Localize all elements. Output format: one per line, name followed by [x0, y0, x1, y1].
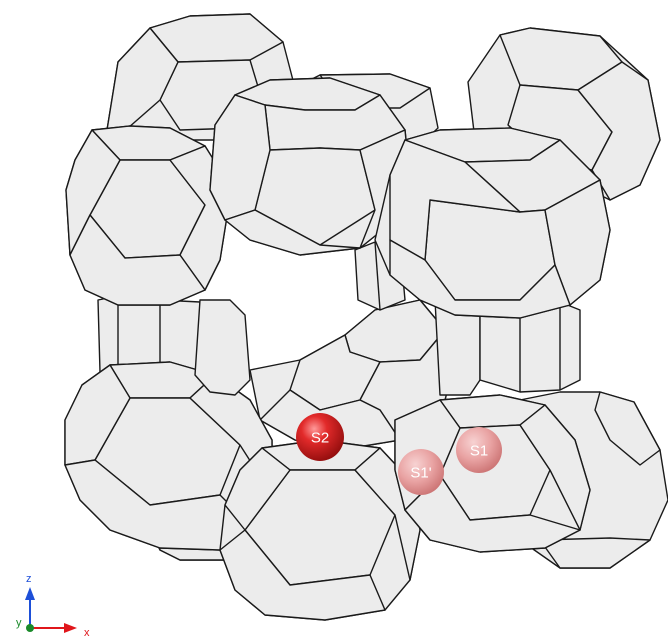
y-axis-label: y [16, 617, 22, 629]
sodalite-cage [66, 126, 228, 305]
site-s1-prime-label: S1' [410, 465, 431, 482]
sodalite-cage [375, 128, 610, 318]
site-s1-prime: S1' [398, 449, 444, 495]
site-s1-label: S1 [470, 443, 488, 460]
site-s2-label: S2 [311, 430, 329, 447]
site-s1: S1 [456, 427, 502, 473]
z-axis-arrow-icon [25, 587, 35, 600]
site-s2: S2 [296, 413, 344, 461]
axis-triad: z x y [16, 573, 90, 639]
x-axis-arrow-icon [64, 623, 77, 633]
double-ring [195, 300, 250, 395]
x-axis-label: x [84, 627, 90, 639]
y-axis-dot-icon [26, 624, 34, 632]
sodalite-cage [220, 440, 420, 620]
z-axis-label: z [26, 573, 32, 585]
